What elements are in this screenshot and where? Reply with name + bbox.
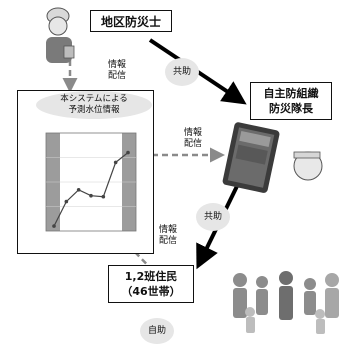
residents-title-line1: 1,2班住民 [124,270,178,283]
chart-point [89,193,93,198]
info-mid-line2: 配信 [183,139,202,149]
info-bottom-line2: 配信 [158,236,177,246]
info-top-line1: 情報 [107,60,126,70]
district-officer-box: 地区防災士 [90,10,172,32]
district-officer-title: 地区防災士 [100,14,161,29]
chart-point [76,188,81,192]
info-top-line2: 配信 [107,71,126,81]
chart-point [52,224,56,228]
chart-point [64,199,69,204]
district-officer-figure [46,7,75,63]
forecast-callout-line1: 本システムによる [60,94,128,104]
forecast-callout: 本システムによる 予測水位情報 [36,91,152,119]
info-distribution-mid: 情報 配信 [176,128,210,150]
forecast-callout-line2: 予測水位情報 [68,105,120,115]
leader-tablet-figure [222,122,323,193]
mutual-aid-top-oval: 共助 [165,58,199,86]
leader-title-line1: 自主防組織 [263,87,319,100]
residents-box: 1,2班住民 （46世帯） [108,265,194,303]
info-bottom-line1: 情報 [158,225,177,235]
mutual-aid-top-label: 共助 [172,66,191,77]
info-distribution-top: 情報 配信 [100,60,134,82]
leader-title-line2: 防災隊長 [269,102,313,115]
chart-point [126,150,130,155]
mutual-aid-bottom-oval: 共助 [196,203,230,231]
water-level-chart [45,132,137,232]
residents-group-figure [233,271,339,334]
self-help-oval: 自助 [140,318,174,344]
chart-point [101,194,106,199]
mutual-aid-bottom-label: 共助 [203,211,222,222]
chart-point [113,160,118,165]
self-help-label: 自助 [147,325,166,336]
leader-box: 自主防組織 防災隊長 [250,82,332,120]
info-mid-line1: 情報 [183,128,202,138]
residents-title-line2: （46世帯） [121,285,181,298]
info-distribution-bottom: 情報 配信 [151,225,185,247]
